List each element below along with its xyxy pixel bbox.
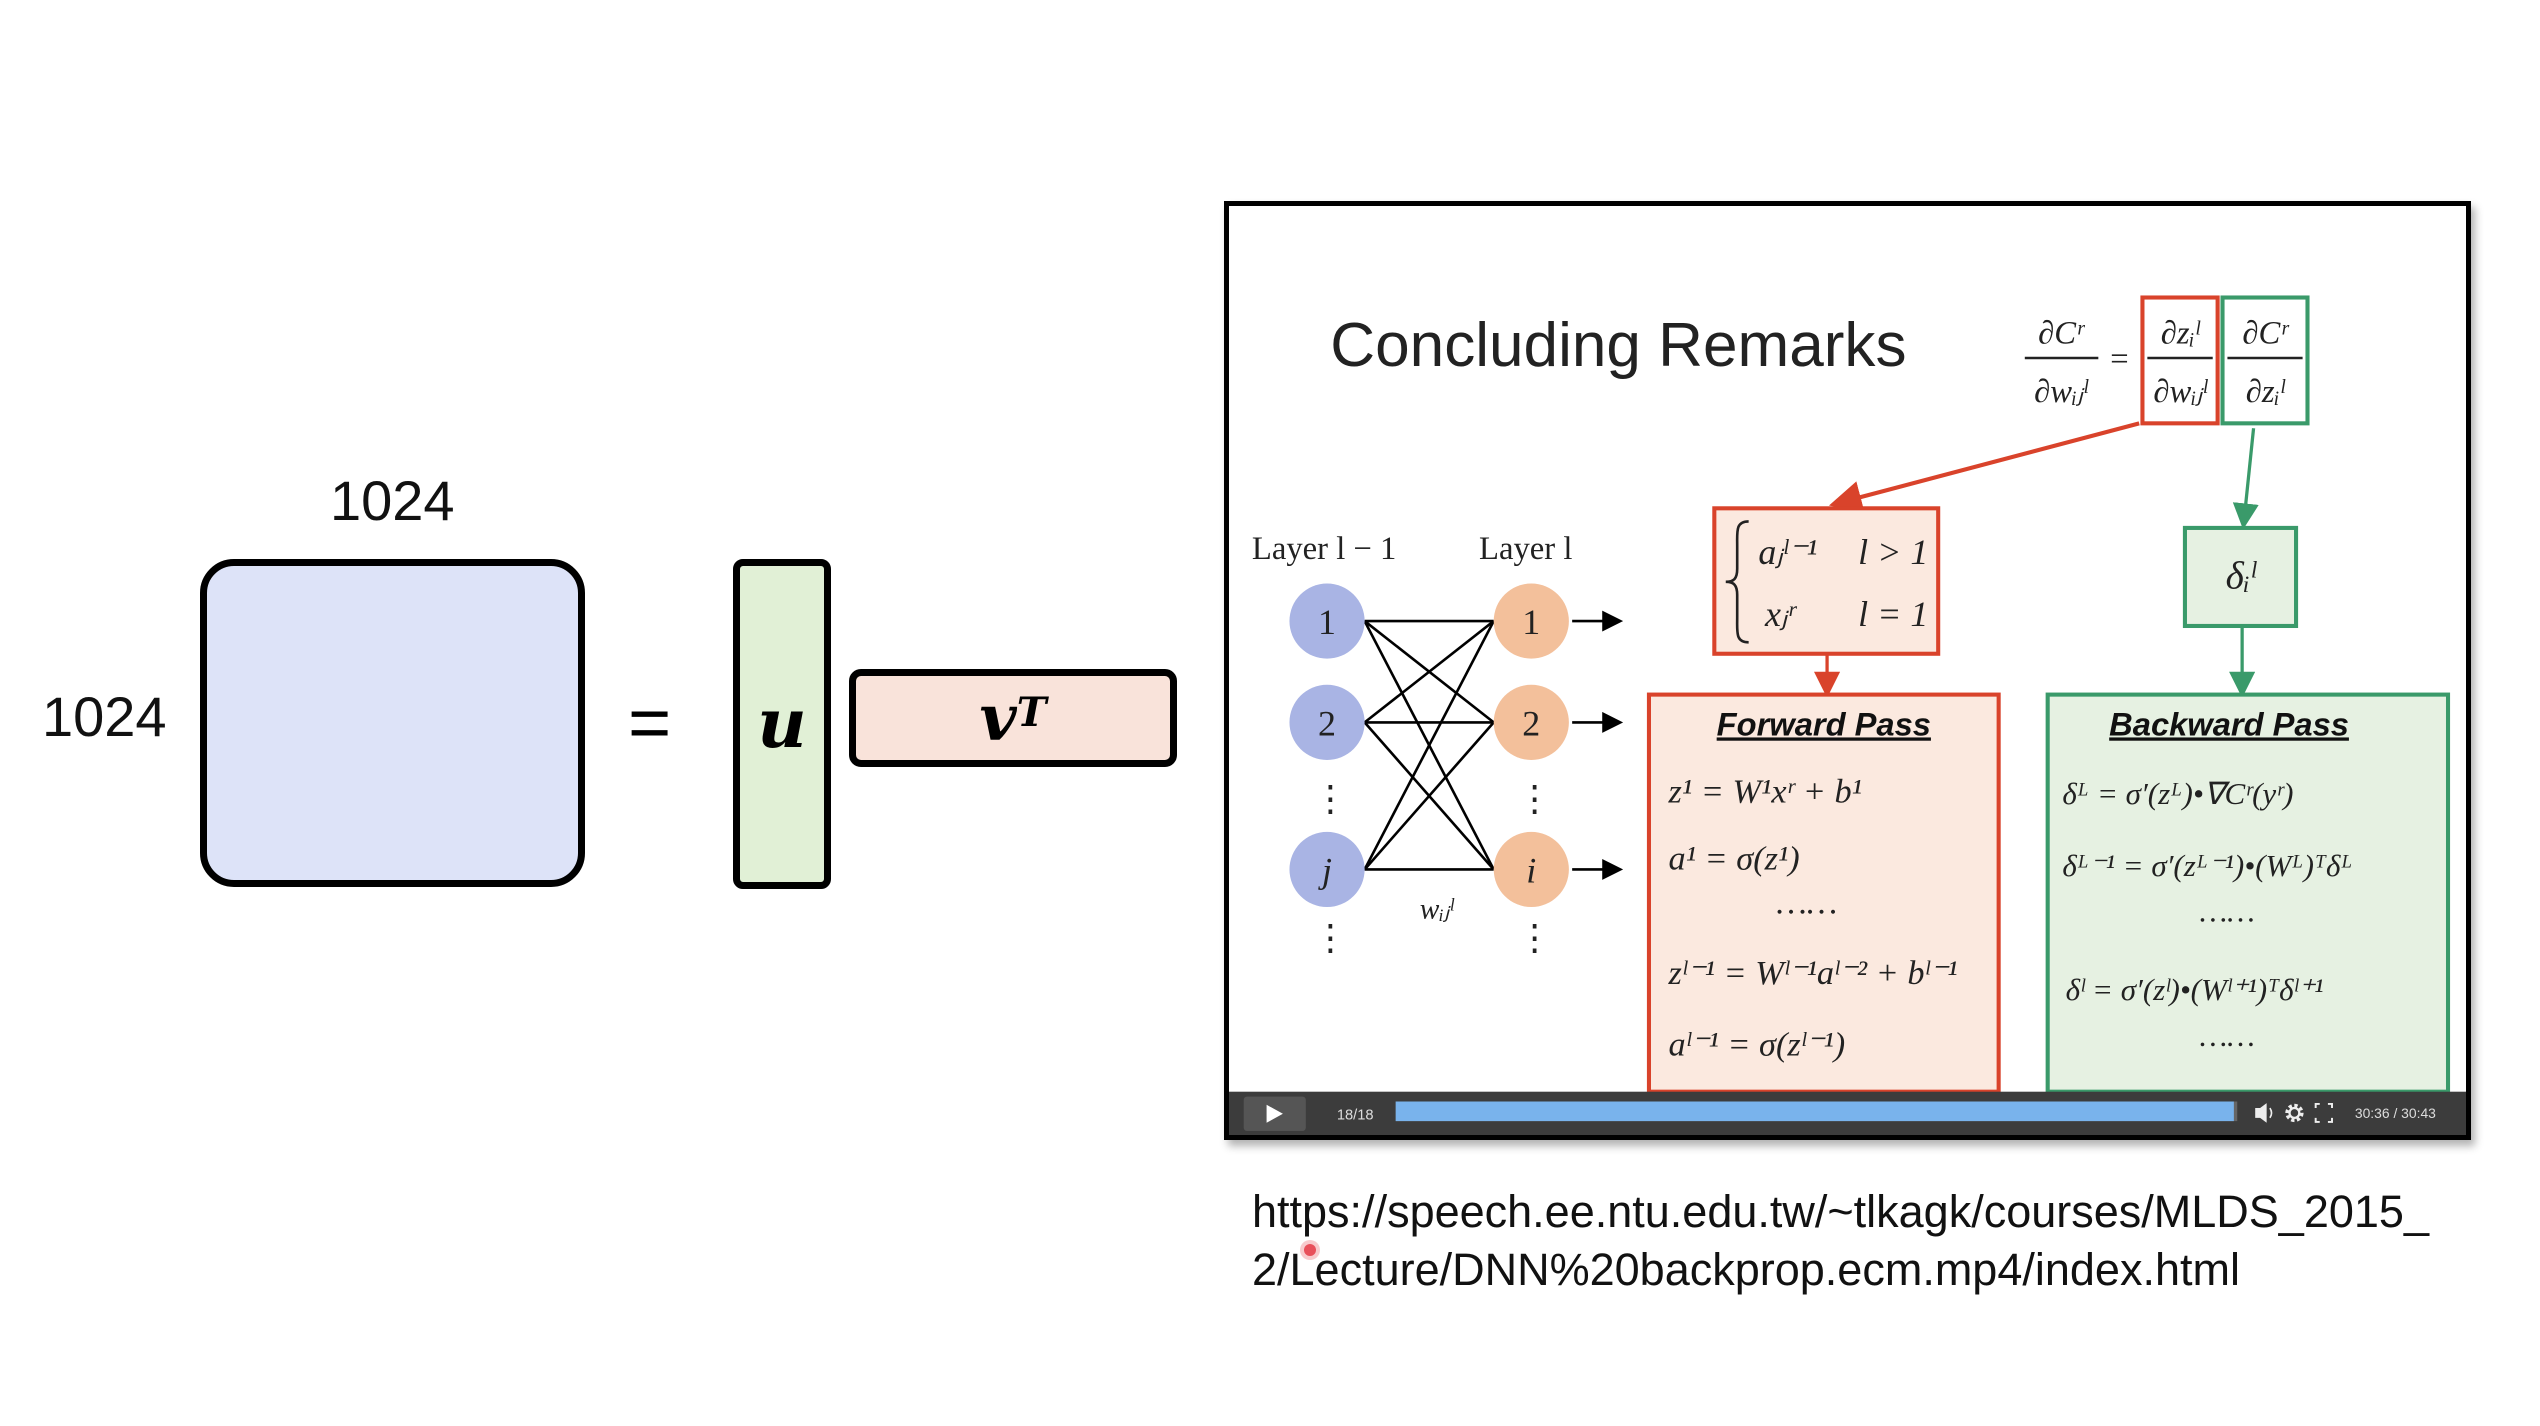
cur-node-2 <box>1493 684 1569 760</box>
header-equation: ∂Cʳ ∂wᵢⱼˡ = ∂zᵢˡ ∂wᵢⱼˡ ∂Cʳ ∂zᵢˡ <box>2024 295 2310 426</box>
source-url[interactable]: https://speech.ee.ntu.edu.tw/~tlkagk/cou… <box>1252 1183 2429 1299</box>
prev-node-2-label: 2 <box>1318 703 1336 743</box>
forward-pass-title: Forward Pass <box>1717 705 1931 742</box>
cur-node-i-label: i <box>1526 851 1536 891</box>
lhs-numerator: ∂Cʳ <box>2038 315 2085 351</box>
cur-ellipsis-2: ⋮ <box>1517 918 1553 958</box>
matrix-height-label: 1024 <box>42 685 167 748</box>
video-player[interactable]: Concluding Remarks ∂Cʳ ∂wᵢⱼˡ = ∂zᵢˡ ∂wᵢⱼ… <box>1224 201 2471 1140</box>
weight-matrix-box <box>200 559 585 887</box>
backward-line-2: δᴸ⁻¹ = σ′(zᴸ⁻¹)•(Wᴸ)ᵀδᴸ <box>2062 848 2352 883</box>
green-arrow <box>2232 428 2259 530</box>
play-icon <box>1266 1104 1283 1123</box>
u-vector-box: u <box>733 559 831 889</box>
lhs-denominator: ∂wᵢⱼˡ <box>2034 374 2089 410</box>
progress-fill <box>1395 1101 2234 1122</box>
gear-icon[interactable] <box>2285 1103 2304 1123</box>
green-denominator: ∂zᵢˡ <box>2246 374 2286 410</box>
fullscreen-icon[interactable] <box>2314 1102 2333 1123</box>
slide-title: Concluding Remarks <box>1330 311 1906 380</box>
cur-ellipsis-1: ⋮ <box>1517 779 1553 819</box>
forward-line-2: a¹ = σ(z¹) <box>1669 839 1800 877</box>
forward-line-1: z¹ = W¹xʳ + b¹ <box>1668 772 1862 810</box>
cur-node-1-label: 1 <box>1522 602 1540 642</box>
forward-line-5: aˡ⁻¹ = σ(zˡ⁻¹) <box>1669 1026 1846 1064</box>
v-superscript: T <box>1016 688 1047 736</box>
cur-node-1 <box>1493 583 1569 659</box>
case-row1-cond: l > 1 <box>1858 532 1928 572</box>
prev-ellipsis-2: ⋮ <box>1312 918 1348 958</box>
v-label: v <box>979 680 1017 756</box>
prev-node-1-label: 1 <box>1318 602 1336 642</box>
matrix-width-label: 1024 <box>330 469 455 532</box>
backward-line-4: δˡ = σ′(zˡ)•(Wˡ⁺¹)ᵀδˡ⁺¹ <box>2066 972 2324 1007</box>
slide-counter: 18/18 <box>1337 1107 1374 1123</box>
red-term-box <box>2140 295 2220 426</box>
backward-pass-box <box>2045 692 2451 1094</box>
control-bar: 18/18 30:36 / 30:43 <box>1229 1091 2466 1135</box>
equals-sign: = <box>628 681 672 764</box>
red-numerator: ∂zᵢˡ <box>2161 315 2201 351</box>
forward-pass-box <box>1646 692 2001 1094</box>
case-row2-expr: xⱼʳ <box>1764 594 1797 634</box>
prev-node-j <box>1289 831 1365 908</box>
time-display: 30:36 / 30:43 <box>2355 1105 2436 1121</box>
prev-ellipsis-1: ⋮ <box>1312 779 1348 819</box>
url-line-1[interactable]: https://speech.ee.ntu.edu.tw/~tlkagk/cou… <box>1252 1186 2429 1237</box>
forward-line-3: …… <box>1776 884 1837 922</box>
header-equals: = <box>2108 341 2130 377</box>
backward-line-1: δᴸ = σ′(zᴸ)•∇Cʳ(yʳ) <box>2062 776 2293 811</box>
forward-line-4: zˡ⁻¹ = Wˡ⁻¹aˡ⁻² + bˡ⁻¹ <box>1668 954 1958 992</box>
prev-node-2 <box>1289 684 1365 760</box>
delta-box <box>2182 525 2299 629</box>
cursor-indicator <box>1304 1244 1316 1256</box>
prev-node-1 <box>1289 583 1365 659</box>
case-row1-expr: aⱼˡ⁻¹ <box>1758 532 1817 572</box>
network-edges <box>1363 610 1624 880</box>
weight-label: wᵢⱼˡ <box>1420 893 1455 925</box>
case-row2-cond: l = 1 <box>1858 594 1928 634</box>
green-numerator: ∂Cʳ <box>2242 315 2289 351</box>
cur-node-i <box>1493 831 1569 908</box>
backward-pass-title: Backward Pass <box>2109 705 2349 742</box>
cur-node-2-label: 2 <box>1522 703 1540 743</box>
layer-cur-label: Layer l <box>1479 531 1572 567</box>
backward-line-5: …… <box>2200 1018 2255 1053</box>
backward-line-3: …… <box>2200 894 2255 929</box>
url-line-2[interactable]: 2/Lecture/DNN%20backprop.ecm.mp4/index.h… <box>1252 1244 2240 1295</box>
green-term-box <box>2220 295 2310 426</box>
red-arrow <box>1828 421 2140 513</box>
delta-label: δᵢˡ <box>2226 554 2257 597</box>
layer-prev-label: Layer l − 1 <box>1252 531 1397 567</box>
play-button[interactable] <box>1243 1096 1306 1131</box>
slide-canvas: Concluding Remarks ∂Cʳ ∂wᵢⱼˡ = ∂zᵢˡ ∂wᵢⱼ… <box>1229 295 2466 1135</box>
u-label: u <box>757 684 807 764</box>
red-denominator: ∂wᵢⱼˡ <box>2153 374 2208 410</box>
prev-node-j-label: j <box>1318 851 1332 891</box>
case-box <box>1712 506 1941 656</box>
